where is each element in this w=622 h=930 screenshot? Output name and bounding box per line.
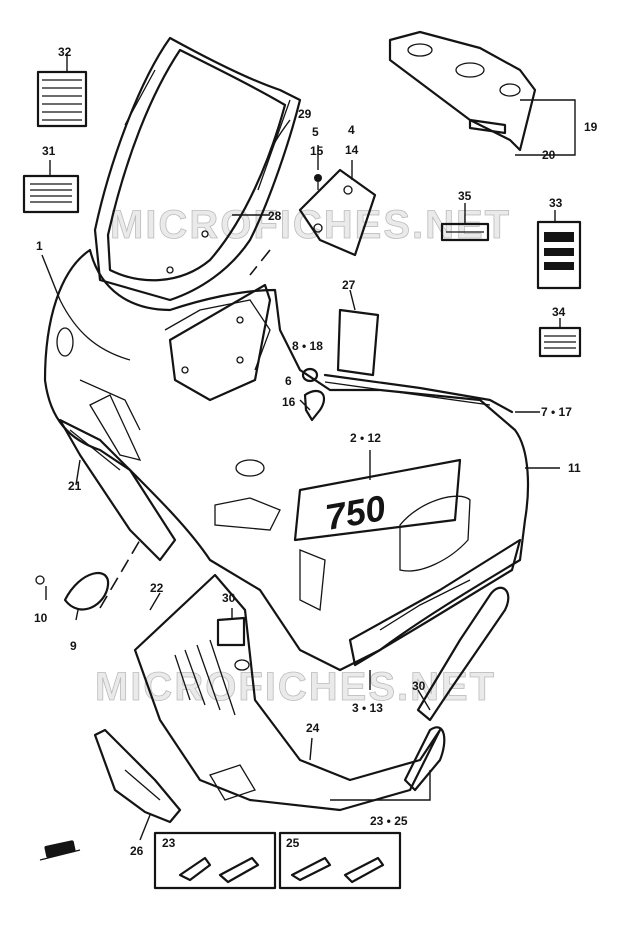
upper-fairing-part (43, 248, 530, 672)
callout-23-box: 23 (162, 836, 176, 850)
inset-box-23 (153, 831, 277, 890)
callout-28: 28 (268, 209, 282, 223)
callout-32: 32 (58, 45, 72, 59)
screw-part (314, 174, 322, 190)
callout-29: 29 (298, 107, 312, 121)
callout-27: 27 (342, 278, 356, 292)
callout-24: 24 (306, 721, 320, 735)
label-sticker-34 (538, 326, 582, 358)
watermark-text-bottom: MICROFICHES.NET (95, 665, 496, 709)
callout-11: 11 (568, 461, 581, 475)
callout-34: 34 (552, 305, 566, 319)
lower-decal-part (348, 538, 522, 667)
mounting-bracket-part (388, 30, 537, 152)
pad-part (336, 308, 380, 377)
callout-35: 35 (458, 189, 472, 203)
callout-19: 19 (584, 120, 598, 134)
label-sticker-31 (22, 174, 80, 214)
callout-14: 14 (345, 143, 359, 157)
dashed-leaders (99, 249, 271, 609)
callout-3-13: 3 • 13 (352, 701, 383, 715)
decal-part: 750 (293, 458, 462, 542)
callout-25-box: 25 (286, 836, 300, 850)
callout-8-18: 8 • 18 (292, 339, 323, 353)
under-cowl-part (133, 573, 442, 812)
callout-10: 10 (34, 611, 48, 625)
callout-21: 21 (68, 479, 82, 493)
callout-33: 33 (549, 196, 563, 210)
small-screw-part (35, 575, 45, 585)
callout-4: 4 (348, 123, 355, 137)
inner-panel-part (168, 283, 272, 402)
clip-part (303, 389, 326, 422)
callout-6: 6 (285, 374, 292, 388)
label-sticker-33 (536, 220, 582, 290)
left-guard-part (93, 728, 182, 824)
watermark: MICROFICHES.NET MICROFICHES.NET (95, 203, 510, 710)
callout-30-left: 30 (222, 591, 236, 605)
grommet-part (301, 367, 319, 383)
callout-labels: 1 32 31 29 28 5 15 4 14 27 8 • 18 6 16 7… (34, 45, 598, 858)
callout-22: 22 (150, 581, 164, 595)
side-panel-part (58, 418, 177, 562)
inset-box-25 (278, 831, 402, 890)
windscreen-part (93, 36, 302, 302)
callout-23-25: 23 • 25 (370, 814, 408, 828)
leader-lines (41, 53, 576, 841)
callout-1: 1 (36, 239, 43, 253)
callout-7-17: 7 • 17 (541, 405, 572, 419)
callout-26: 26 (130, 844, 144, 858)
cap-part (63, 571, 110, 611)
callout-5: 5 (312, 125, 319, 139)
label-sticker-32 (36, 70, 88, 128)
right-strip-part (416, 586, 510, 722)
bracket-plate-part (298, 168, 377, 257)
callout-31: 31 (42, 144, 56, 158)
lower-side-piece-part (403, 726, 446, 792)
callout-2-12: 2 • 12 (350, 431, 381, 445)
callout-16: 16 (282, 395, 296, 409)
edge-trim-part (323, 373, 514, 414)
callout-9: 9 (70, 639, 77, 653)
callout-30-right: 30 (412, 679, 426, 693)
callout-15: 15 (310, 144, 324, 158)
callout-20: 20 (542, 148, 556, 162)
wrench-symbol-icon (39, 840, 81, 861)
